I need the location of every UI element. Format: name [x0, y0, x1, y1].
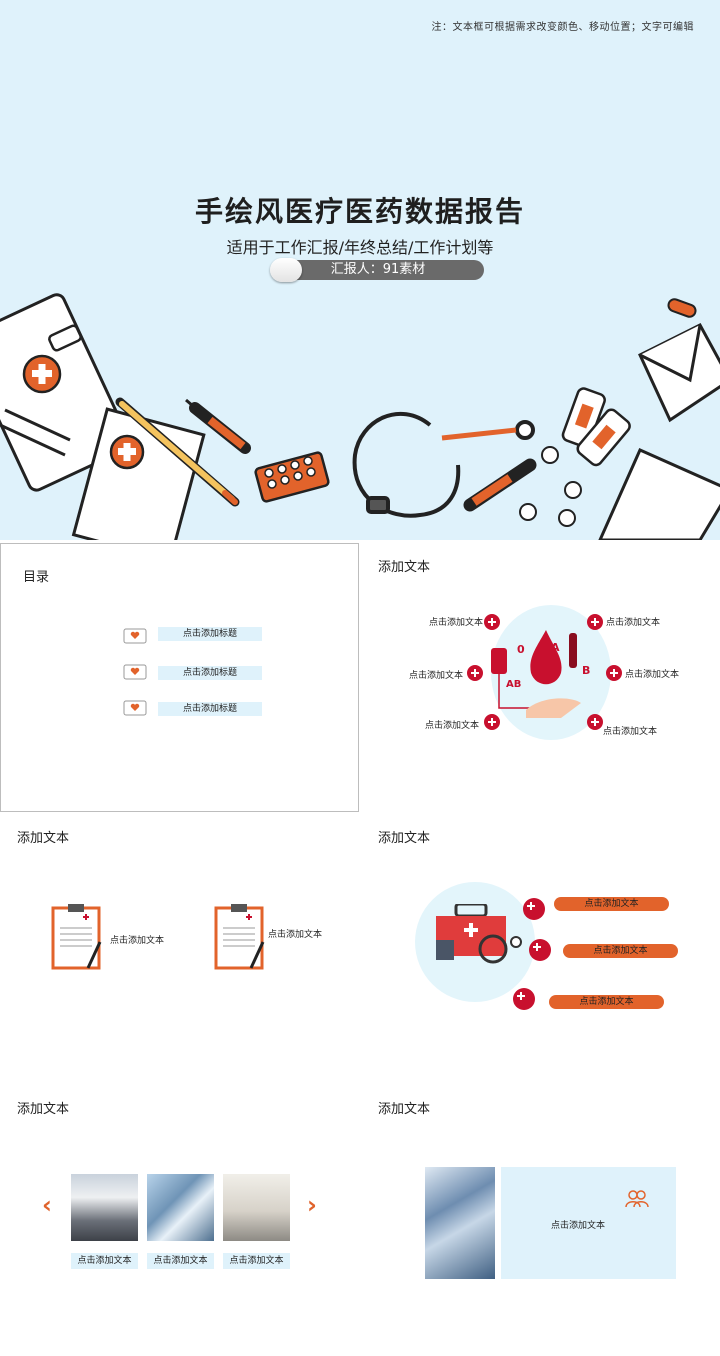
- blood-label[interactable]: 点击添加文本: [409, 671, 464, 681]
- photo-skyscrapers: [147, 1174, 214, 1241]
- medical-kit-icon: [436, 904, 522, 964]
- medical-kit-slide[interactable]: 添加文本 点击添加文本 点击添加文本 点击添加文本: [361, 814, 720, 1081]
- blood-type-a: A: [551, 641, 560, 654]
- pill-pack-icon: [254, 451, 330, 503]
- plus-icon: [606, 665, 622, 681]
- toc-item[interactable]: 点击添加标题: [158, 627, 262, 641]
- syringe-icon: [463, 458, 537, 512]
- blood-type-b: B: [582, 664, 591, 677]
- blood-donation-icon: [491, 630, 581, 718]
- section-title: 添加文本: [17, 1102, 70, 1117]
- page-subtitle: 适用于工作汇报/年终总结/工作计划等: [226, 238, 494, 257]
- gallery-slide[interactable]: 添加文本 ‹ 点击添加文本 点击添加文本 点击添加文本 ›: [0, 1085, 357, 1352]
- photo-office-desk: [223, 1174, 290, 1241]
- photo-caption[interactable]: 点击添加文本: [147, 1253, 214, 1269]
- pencil-icon: [115, 397, 240, 507]
- blood-label[interactable]: 点击添加文本: [603, 727, 658, 737]
- stethoscope-icon: [352, 411, 535, 518]
- kit-label[interactable]: 点击添加文本: [563, 944, 678, 958]
- toc-item[interactable]: 点击添加标题: [158, 666, 262, 680]
- clipboard-icon: [214, 904, 265, 970]
- section-title: 添加文本: [378, 831, 431, 846]
- toc-slide[interactable]: 目录 点击添加标题 点击添加标题 点击添加标题: [0, 543, 359, 812]
- medical-kit-icon: [123, 662, 147, 684]
- prev-arrow-icon[interactable]: ‹: [42, 1191, 52, 1219]
- plus-icon: [529, 939, 551, 961]
- photo-caption[interactable]: 点击添加文本: [223, 1253, 290, 1269]
- envelope-icon: [598, 323, 720, 540]
- clipboard-icon: [51, 904, 102, 970]
- next-arrow-icon[interactable]: ›: [307, 1191, 317, 1219]
- clipboard-label[interactable]: 点击添加文本: [110, 936, 165, 946]
- toc-title: 目录: [23, 570, 50, 585]
- page-title: 手绘风医疗医药数据报告: [194, 195, 525, 228]
- toggle-knob: [270, 258, 302, 282]
- reporter-badge: 汇报人：91素材: [272, 260, 484, 280]
- plus-icon: [484, 614, 500, 630]
- blood-label[interactable]: 点击添加文本: [625, 670, 680, 680]
- blood-type-slide[interactable]: 添加文本 0 A B AB 点击添加文本 点击添加文本 点击添加文本 点击添加文…: [361, 543, 720, 810]
- medical-kit-icon: [123, 698, 147, 720]
- building-text[interactable]: 点击添加文本: [551, 1221, 606, 1231]
- kit-label[interactable]: 点击添加文本: [549, 995, 664, 1009]
- section-title: 添加文本: [17, 831, 70, 846]
- kit-label[interactable]: 点击添加文本: [554, 897, 669, 911]
- plus-icon: [484, 714, 500, 730]
- blood-label[interactable]: 点击添加文本: [429, 618, 484, 628]
- plus-icon: [513, 988, 535, 1010]
- blood-label[interactable]: 点击添加文本: [425, 721, 480, 731]
- section-title: 添加文本: [378, 560, 431, 575]
- capsule-icon: [667, 298, 697, 318]
- section-title: 添加文本: [378, 1102, 431, 1117]
- photo-building: [425, 1167, 495, 1279]
- clipboard-slide[interactable]: 添加文本 点击添加文本 点击添加文本: [0, 814, 357, 1081]
- medical-kit-icon: [123, 626, 147, 648]
- medical-illustration: [0, 293, 720, 540]
- photo-caption[interactable]: 点击添加文本: [71, 1253, 138, 1269]
- plus-icon: [523, 898, 545, 920]
- blood-type-ab: AB: [506, 679, 522, 690]
- blood-type-o: 0: [517, 643, 525, 656]
- hero-banner: 注：文本框可根据需求改变颜色、移动位置；文字可编辑: [0, 0, 720, 540]
- syringe-icon: [185, 398, 251, 454]
- pill-icon: [519, 446, 582, 527]
- photo-lobby: [71, 1174, 138, 1241]
- bandage-icon: [561, 387, 631, 467]
- editing-note: 注：文本框可根据需求改变颜色、移动位置；文字可编辑: [431, 22, 694, 33]
- toc-item[interactable]: 点击添加标题: [158, 702, 262, 716]
- plus-icon: [587, 614, 603, 630]
- plus-icon: [587, 714, 603, 730]
- building-slide[interactable]: 添加文本 点击添加文本: [361, 1085, 720, 1352]
- users-icon: [625, 1190, 649, 1208]
- clipboard-icon: [0, 293, 132, 492]
- building-text-box[interactable]: [501, 1167, 676, 1279]
- plus-icon: [467, 665, 483, 681]
- blood-label[interactable]: 点击添加文本: [606, 618, 661, 628]
- clipboard-label[interactable]: 点击添加文本: [268, 930, 323, 940]
